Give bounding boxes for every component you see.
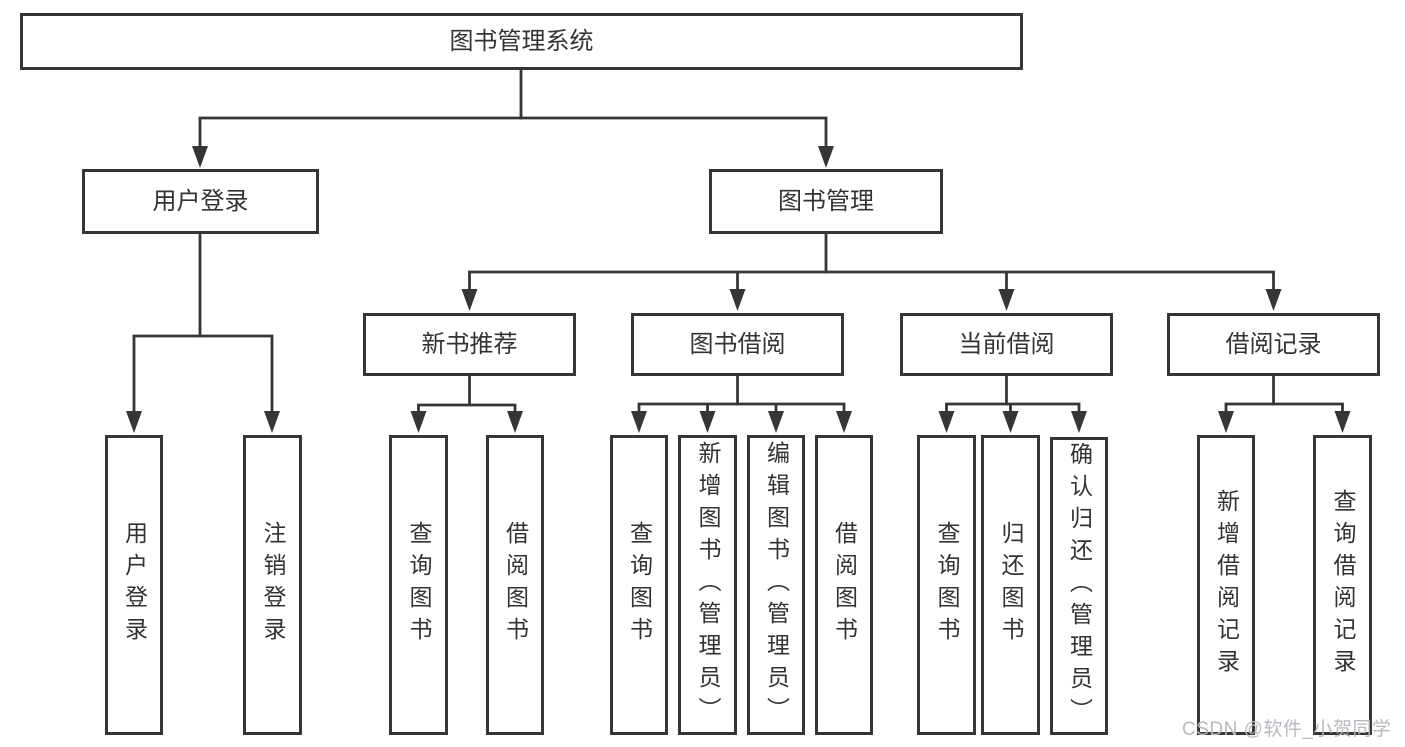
- node-book-borrowing-label: 图书借阅: [689, 330, 786, 358]
- leaf-edit-books-admin: 编辑图书（管理员）: [747, 435, 805, 735]
- leaf-user-login: 用户登录: [105, 435, 163, 735]
- leaf-query-borrow-record-label: 查询借阅记录: [1330, 489, 1356, 681]
- leaf-add-books-admin-label: 新增图书（管理员）: [695, 441, 721, 729]
- leaf-add-borrow-record-label: 新增借阅记录: [1213, 489, 1240, 681]
- node-user-login-label: 用户登录: [152, 187, 249, 215]
- leaf-query-books-current: 查询图书: [917, 435, 976, 735]
- leaf-add-books-admin: 新增图书（管理员）: [678, 435, 737, 735]
- leaf-logout-login: 注销登录: [243, 435, 302, 735]
- leaf-query-books-current-label: 查询图书: [934, 521, 960, 649]
- leaf-logout-login-label: 注销登录: [260, 521, 286, 649]
- leaf-query-borrow-record: 查询借阅记录: [1313, 435, 1372, 735]
- node-user-login: 用户登录: [82, 169, 319, 234]
- leaf-borrow-books-borrowing: 借阅图书: [815, 435, 873, 735]
- leaf-borrow-books-recommend: 借阅图书: [486, 435, 544, 735]
- leaf-query-books-borrowing-label: 查询图书: [626, 521, 653, 649]
- node-book-borrowing: 图书借阅: [631, 313, 844, 376]
- node-book-management: 图书管理: [709, 169, 943, 234]
- leaf-return-books-label: 归还图书: [998, 521, 1024, 649]
- node-current-borrowing-label: 当前借阅: [958, 330, 1055, 358]
- node-borrowing-records: 借阅记录: [1167, 313, 1380, 376]
- node-new-book-recommend-label: 新书推荐: [421, 330, 518, 358]
- leaf-borrow-books-recommend-label: 借阅图书: [502, 521, 529, 649]
- watermark: CSDN @软件_小贺同学: [1182, 719, 1392, 740]
- leaf-return-books: 归还图书: [981, 435, 1040, 735]
- node-root: 图书管理系统: [20, 13, 1023, 70]
- node-borrowing-records-label: 借阅记录: [1225, 330, 1322, 358]
- node-book-management-label: 图书管理: [778, 187, 874, 215]
- leaf-borrow-books-borrowing-label: 借阅图书: [831, 521, 858, 649]
- node-current-borrowing: 当前借阅: [900, 313, 1113, 376]
- leaf-confirm-return-admin: 确认归还（管理员）: [1050, 437, 1108, 735]
- leaf-confirm-return-admin-label: 确认归还（管理员）: [1066, 442, 1093, 730]
- leaf-query-books-recommend: 查询图书: [389, 435, 448, 735]
- leaf-query-books-borrowing: 查询图书: [610, 435, 668, 735]
- leaf-user-login-label: 用户登录: [121, 521, 148, 649]
- leaf-edit-books-admin-label: 编辑图书（管理员）: [763, 441, 790, 729]
- leaf-query-books-recommend-label: 查询图书: [406, 521, 432, 649]
- node-root-label: 图书管理系统: [449, 27, 594, 55]
- node-new-book-recommend: 新书推荐: [363, 313, 576, 376]
- leaf-add-borrow-record: 新增借阅记录: [1197, 435, 1255, 735]
